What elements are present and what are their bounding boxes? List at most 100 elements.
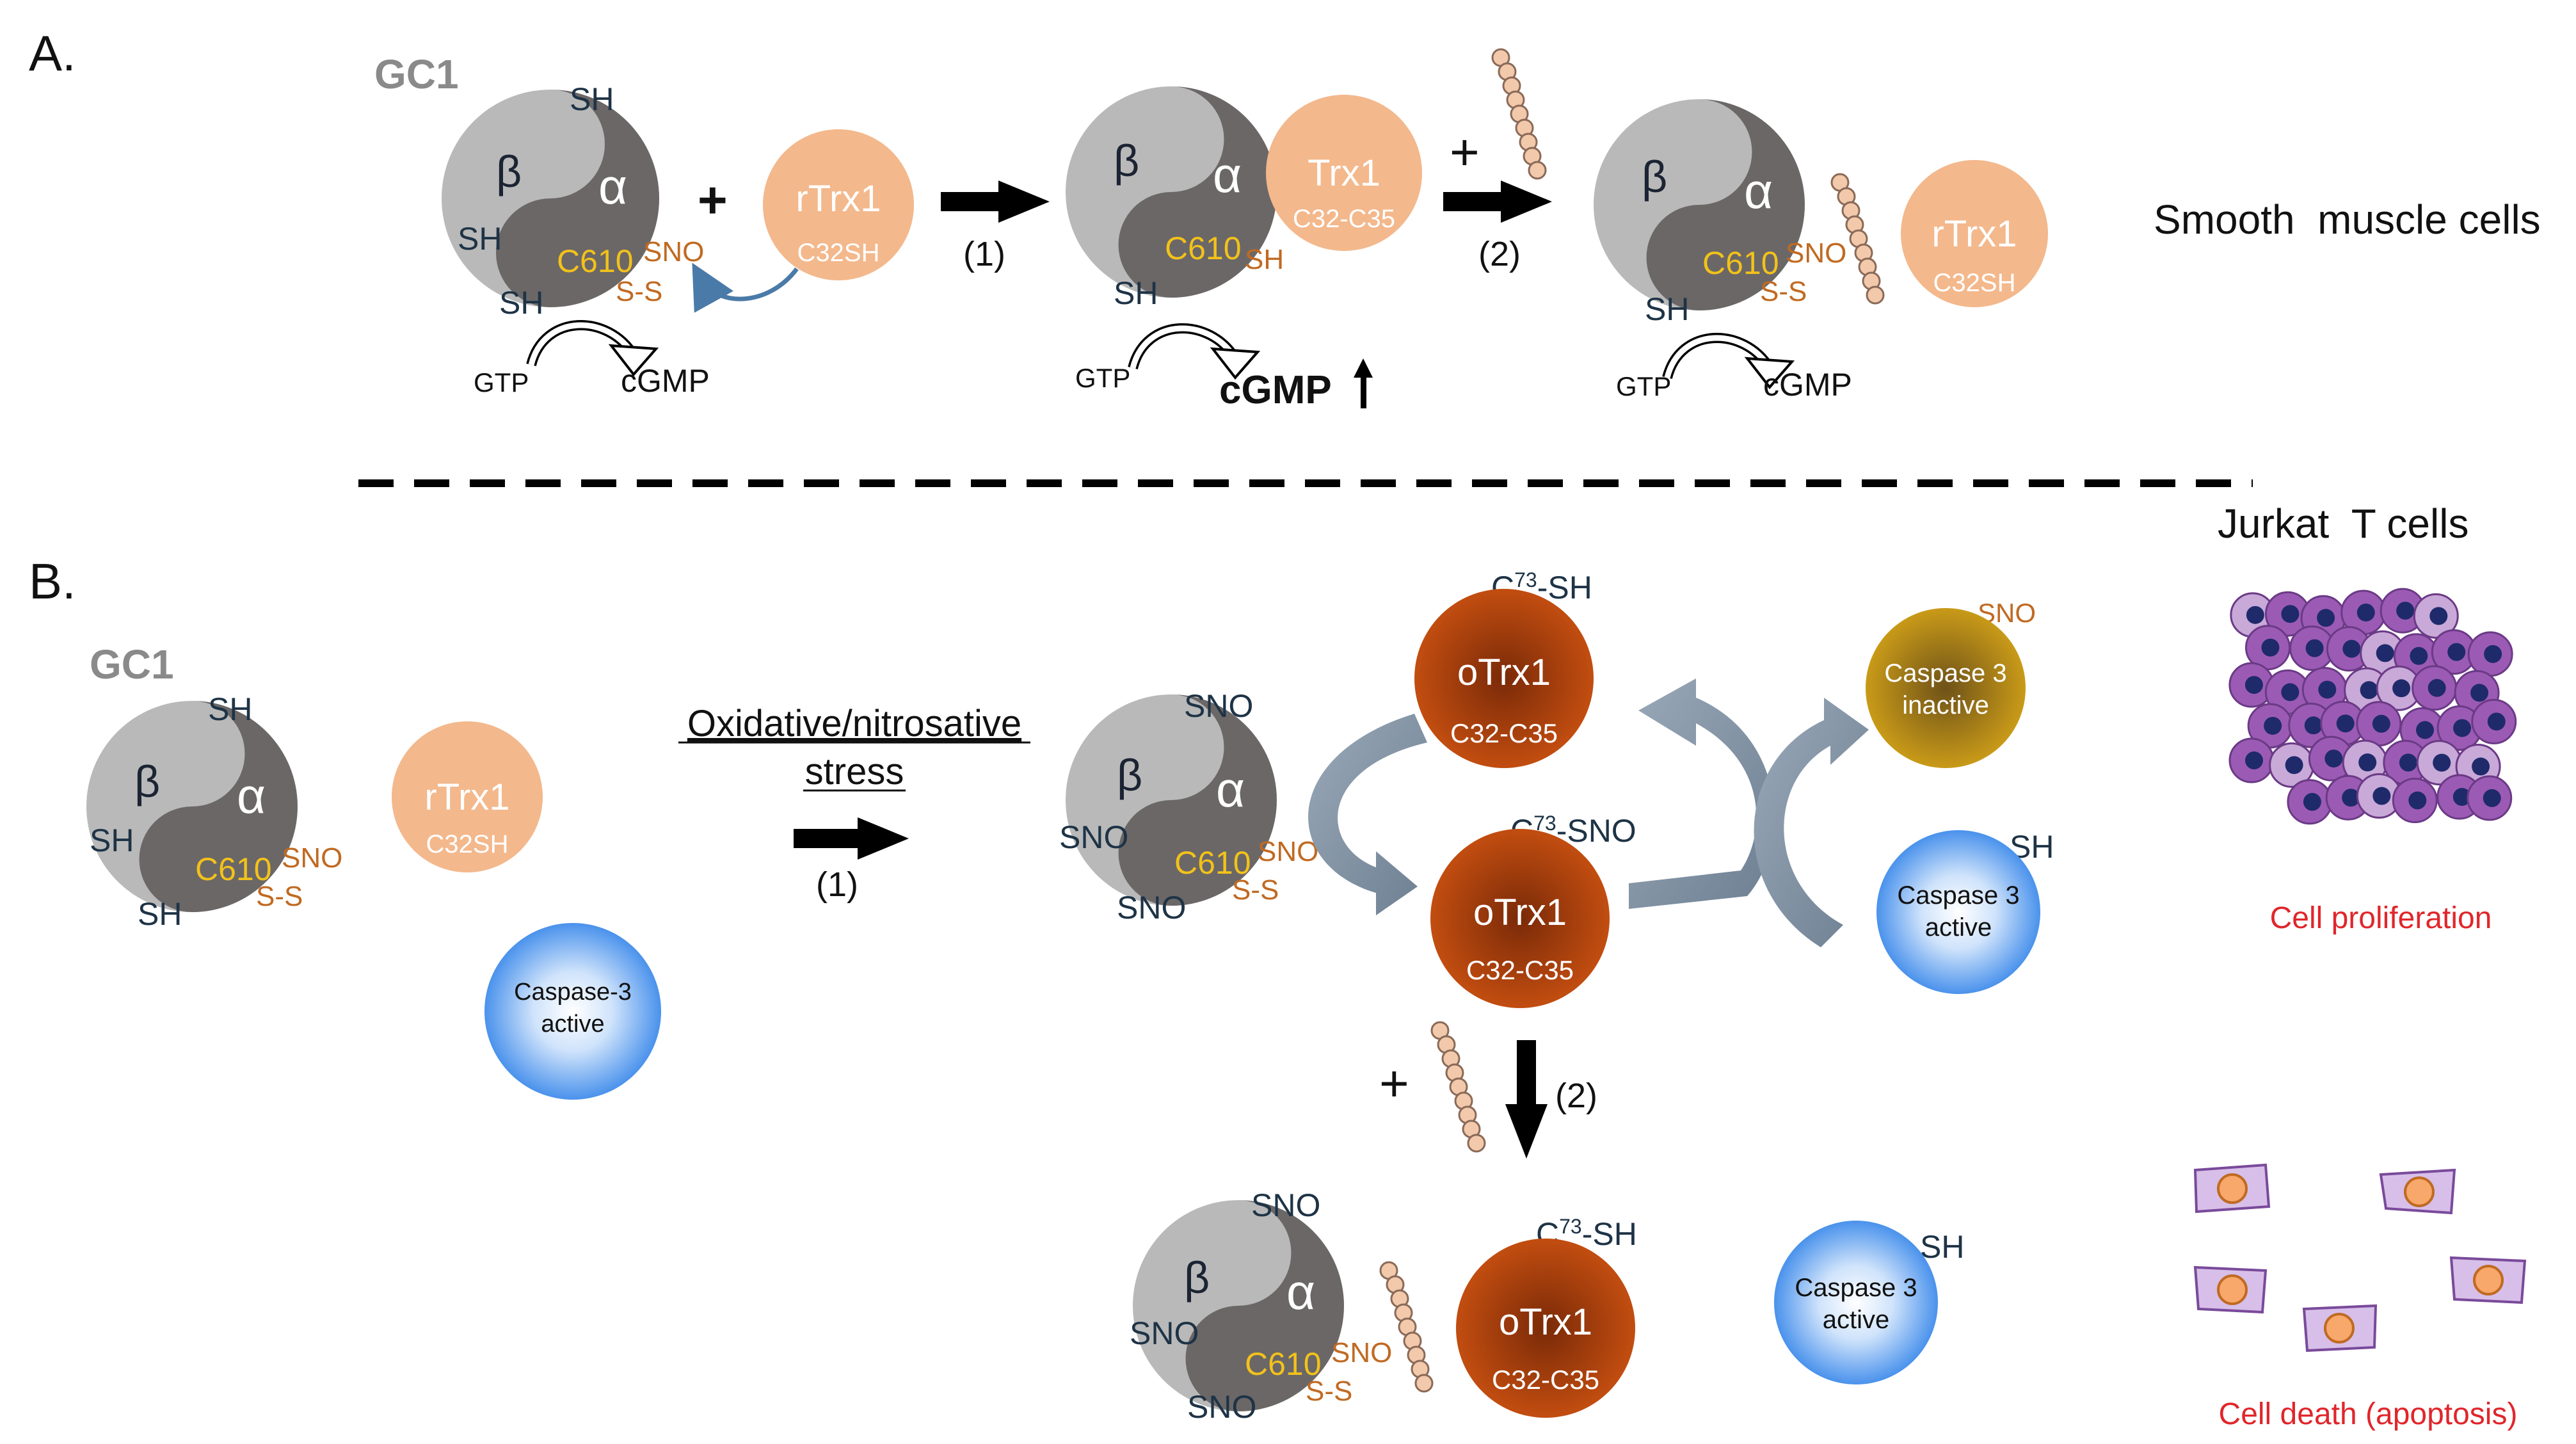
- caspase3-label: Caspase 3: [1795, 1274, 1917, 1302]
- gc1-label-b: GC1: [90, 641, 174, 687]
- alpha-subunit: α: [1744, 163, 1773, 219]
- cell-nucleus: [2342, 639, 2361, 658]
- sh-label: SH: [208, 691, 252, 727]
- c32c35-label: C32-C35: [1293, 205, 1395, 233]
- cell-nucleus: [2447, 643, 2466, 661]
- cell-nucleus: [2285, 756, 2303, 774]
- otrx1-label: oTrx1: [1457, 652, 1551, 693]
- cell-nucleus: [2376, 644, 2394, 662]
- c610-label: C610: [1702, 245, 1779, 281]
- plus-sign: +: [698, 172, 728, 229]
- caspase3-label: Caspase 3: [1884, 659, 2006, 687]
- cgmp-increase-label: cGMP: [1219, 368, 1332, 412]
- c610-label: C610: [195, 851, 272, 887]
- c32sh-label: C32SH: [426, 830, 509, 858]
- sno-label: SNO: [1258, 836, 1318, 867]
- inhibitor-chain-icon: [1491, 48, 1547, 180]
- jurkat-t-cells-label: Jurkat T cells: [2218, 501, 2468, 547]
- active-label: active: [1823, 1306, 1890, 1334]
- beta-subunit: β: [1184, 1253, 1210, 1303]
- curved-arrow-flat-right: [1629, 678, 1775, 909]
- cgmp-label: cGMP: [1763, 367, 1852, 403]
- gc1-complex-a2: [1066, 86, 1277, 298]
- cell-nucleus: [2472, 757, 2490, 776]
- sh-label: SH: [1245, 244, 1284, 275]
- cell-nucleus: [2356, 603, 2375, 622]
- cell-nucleus: [2303, 792, 2321, 811]
- gc1-complex-a1: [442, 90, 659, 307]
- cell-nucleus: [2244, 676, 2263, 694]
- caspase3-label: Caspase-3: [514, 979, 632, 1006]
- active-label: active: [1925, 913, 1992, 942]
- cell-nucleus: [2318, 680, 2337, 699]
- panel-b-label: B.: [29, 553, 76, 609]
- inhibitor-chain-icon: [1830, 173, 1885, 305]
- step-2-label: (2): [1555, 1077, 1597, 1115]
- cell-nucleus: [2305, 639, 2324, 657]
- cell-nucleus: [2336, 714, 2355, 733]
- cell-nucleus: [2264, 716, 2282, 735]
- c610-label: C610: [1245, 1346, 1322, 1382]
- c32sh-label: C32SH: [797, 239, 880, 267]
- gc1-label-a: GC1: [374, 51, 459, 97]
- cell-nucleus: [2453, 719, 2472, 737]
- sno-label: SNO: [1187, 1389, 1256, 1425]
- sh-label: SH: [458, 221, 502, 257]
- cell-nucleus: [2416, 721, 2435, 739]
- gtp-cgmp-conversion-a2: [1128, 323, 1261, 380]
- inactive-label: inactive: [1902, 691, 1989, 719]
- c610-label: C610: [1174, 845, 1251, 881]
- sh-label: SH: [570, 81, 614, 117]
- cell-nucleus: [2261, 638, 2280, 657]
- cell-nucleus: [2281, 605, 2300, 623]
- rtrx1-label: rTrx1: [796, 178, 881, 220]
- gtp-cgmp-conversion-a3: [1662, 332, 1795, 390]
- gtp-label: GTP: [1075, 363, 1130, 393]
- trx1-label: Trx1: [1308, 152, 1380, 194]
- step-2-label: (2): [1478, 235, 1521, 273]
- proliferating-cells-cluster: [2228, 588, 2517, 825]
- cell-nucleus: [2483, 789, 2501, 807]
- c73-sh-label: C73-SH: [1536, 1215, 1637, 1252]
- ss-label: S-S: [1232, 874, 1279, 906]
- ss-label: S-S: [616, 276, 662, 307]
- rtrx1-label: rTrx1: [424, 776, 509, 818]
- apoptotic-cells-icon: [2193, 1163, 2527, 1352]
- c610-label: C610: [557, 243, 634, 279]
- gc1-complex-b1: [86, 701, 298, 912]
- cell-nucleus: [2360, 681, 2378, 700]
- transfer-arc: [692, 262, 799, 313]
- cell-nucleus: [2281, 683, 2300, 702]
- cell-nucleus: [2372, 787, 2391, 805]
- sno-label: SNO: [643, 236, 704, 268]
- otrx1-circle: [1456, 1239, 1635, 1418]
- cell-nucleus: [2317, 609, 2335, 627]
- plus-sign: +: [1379, 1055, 1409, 1112]
- caspase3-active-circle: [1774, 1221, 1938, 1384]
- sno-label: SNO: [1184, 688, 1253, 724]
- cell-nucleus: [2358, 753, 2377, 772]
- sh-label: SH: [138, 896, 182, 932]
- c32c35-label: C32-C35: [1466, 955, 1574, 985]
- cell-nucleus: [2304, 716, 2323, 735]
- inhibitor-chain-icon: [1379, 1261, 1434, 1393]
- sh-label: SH: [1920, 1229, 1964, 1265]
- alpha-subunit: α: [237, 767, 266, 824]
- curved-arrow-up-right: [1754, 698, 1869, 947]
- sno-label: SNO: [1331, 1337, 1392, 1368]
- cell-nucleus: [2342, 789, 2360, 807]
- cell-nucleus: [2396, 602, 2415, 620]
- beta-subunit: β: [1114, 136, 1139, 186]
- alpha-subunit: α: [1216, 761, 1245, 817]
- sno-label: SNO: [1059, 819, 1128, 855]
- beta-subunit: β: [496, 147, 522, 197]
- cell-nucleus: [2245, 751, 2264, 770]
- caspase3-label: Caspase 3: [1897, 881, 2019, 910]
- gtp-label: GTP: [474, 367, 529, 397]
- rtrx1-circle: [1901, 160, 2048, 307]
- c610-label: C610: [1165, 230, 1242, 266]
- c32sh-label: C32SH: [1933, 269, 2016, 297]
- up-arrow-icon: [1354, 358, 1373, 408]
- cell-proliferation-label: Cell proliferation: [2270, 901, 2492, 935]
- gc1-complex-b2: [1066, 694, 1277, 906]
